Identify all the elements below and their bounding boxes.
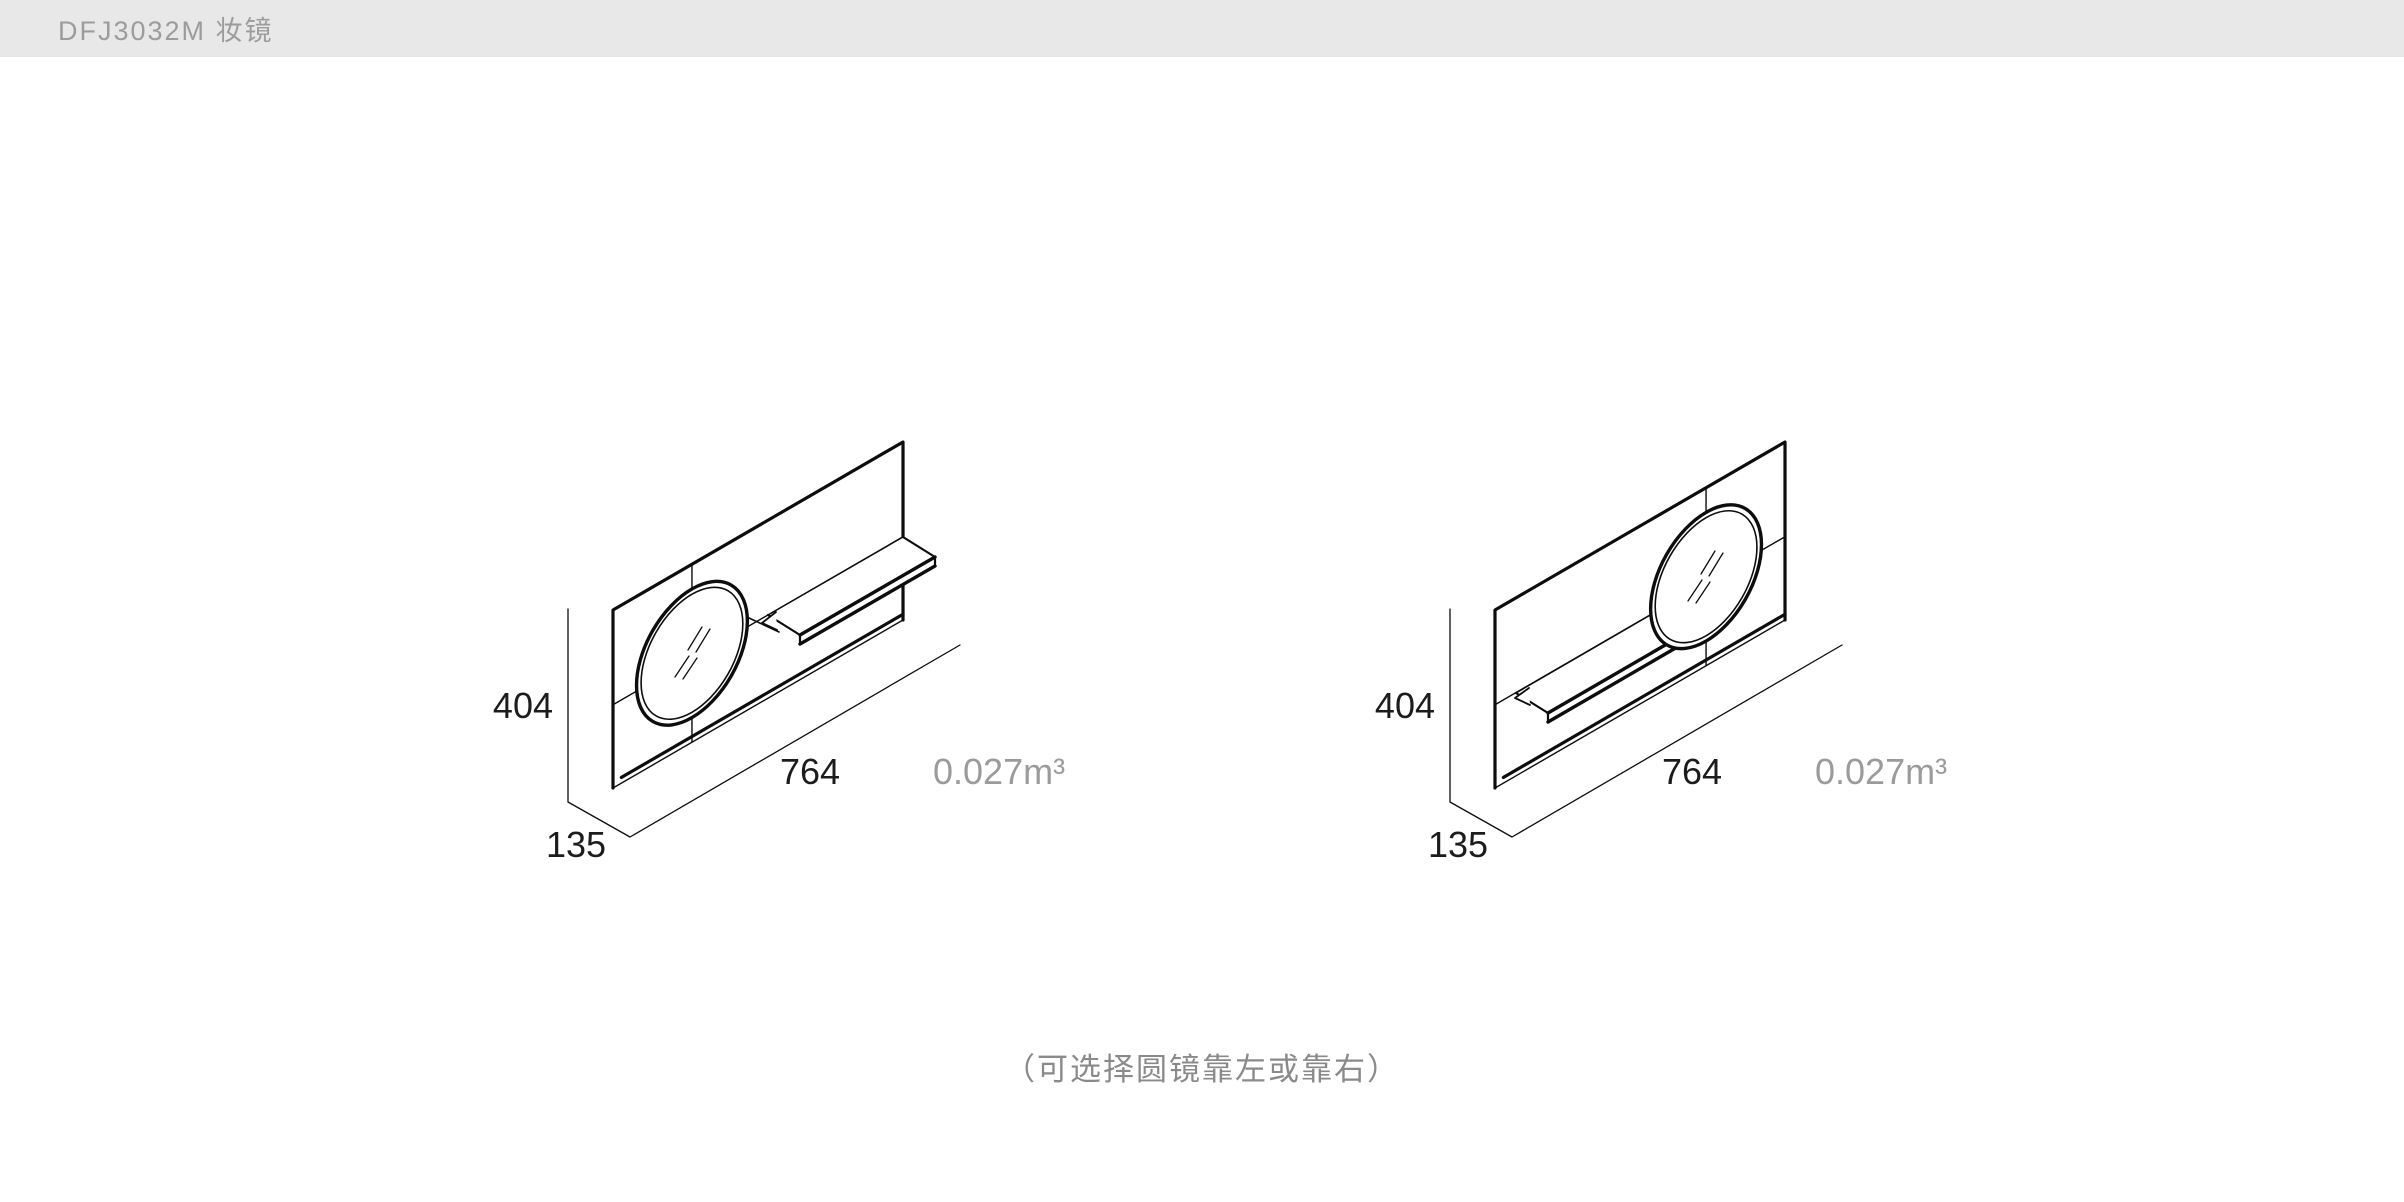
header-bar: DFJ3032M 妆镜 bbox=[0, 0, 2404, 57]
caption: （可选择圆镜靠左或靠右） bbox=[1004, 1052, 1400, 1087]
mirror-glass-lines bbox=[1687, 550, 1724, 604]
height-label-left: 404 bbox=[492, 685, 553, 726]
shelf bbox=[748, 535, 937, 646]
round-mirror bbox=[1651, 480, 1762, 673]
depth-label-right: 135 bbox=[1427, 824, 1489, 865]
dimension-lines bbox=[567, 608, 961, 838]
page-title: DFJ3032M 妆镜 bbox=[58, 16, 274, 46]
width-label-right: 764 bbox=[1661, 751, 1723, 792]
panel-outline bbox=[613, 442, 903, 788]
depth-label-left: 135 bbox=[545, 824, 607, 865]
round-mirror bbox=[637, 557, 748, 750]
shelf-bracket bbox=[1514, 687, 1531, 706]
volume-label-right: 0.027m³ bbox=[1815, 751, 1948, 792]
volume-label-left: 0.027m³ bbox=[933, 751, 1066, 792]
panel-outline bbox=[1495, 442, 1785, 788]
height-label-right: 404 bbox=[1374, 685, 1435, 726]
mirror-glass-lines bbox=[674, 626, 711, 680]
width-label-left: 764 bbox=[779, 751, 841, 792]
shelf-bracket bbox=[761, 611, 778, 631]
drawing-mirror-left bbox=[567, 442, 961, 838]
dimension-lines bbox=[1449, 608, 1843, 838]
drawing-mirror-right bbox=[1449, 442, 1843, 838]
